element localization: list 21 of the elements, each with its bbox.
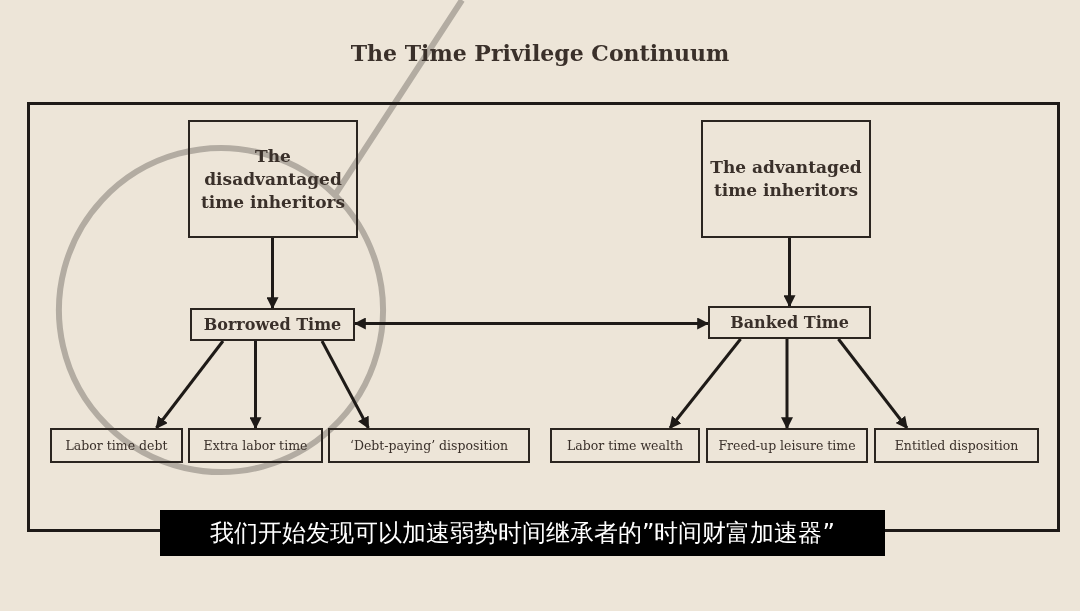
item-box: Labor time debt [50,428,183,463]
arrow [249,341,262,430]
item-box: Freed-up leisure time [706,428,868,463]
arrow [353,317,710,330]
arrow [668,338,742,429]
category-box: Banked Time [708,306,871,339]
group-box: The disadvantaged time inheritors [188,120,358,238]
item-box: ‘Debt-paying’ disposition [328,428,530,463]
group-box: The advantaged time inheritors [701,120,871,238]
arrow [783,238,796,308]
title: The Time Privilege Continuum [349,40,731,66]
arrow [266,238,279,310]
item-box: Labor time wealth [550,428,700,463]
subtitle-box: 我们开始发现可以加速弱势时间继承者的”时间财富加速器” [160,510,885,556]
arrow [155,340,225,429]
item-box: Extra labor time [188,428,323,463]
arrow [781,339,793,430]
category-box: Borrowed Time [190,308,355,341]
arrow [320,340,370,430]
arrow [837,338,909,429]
item-box: Entitled disposition [874,428,1039,463]
